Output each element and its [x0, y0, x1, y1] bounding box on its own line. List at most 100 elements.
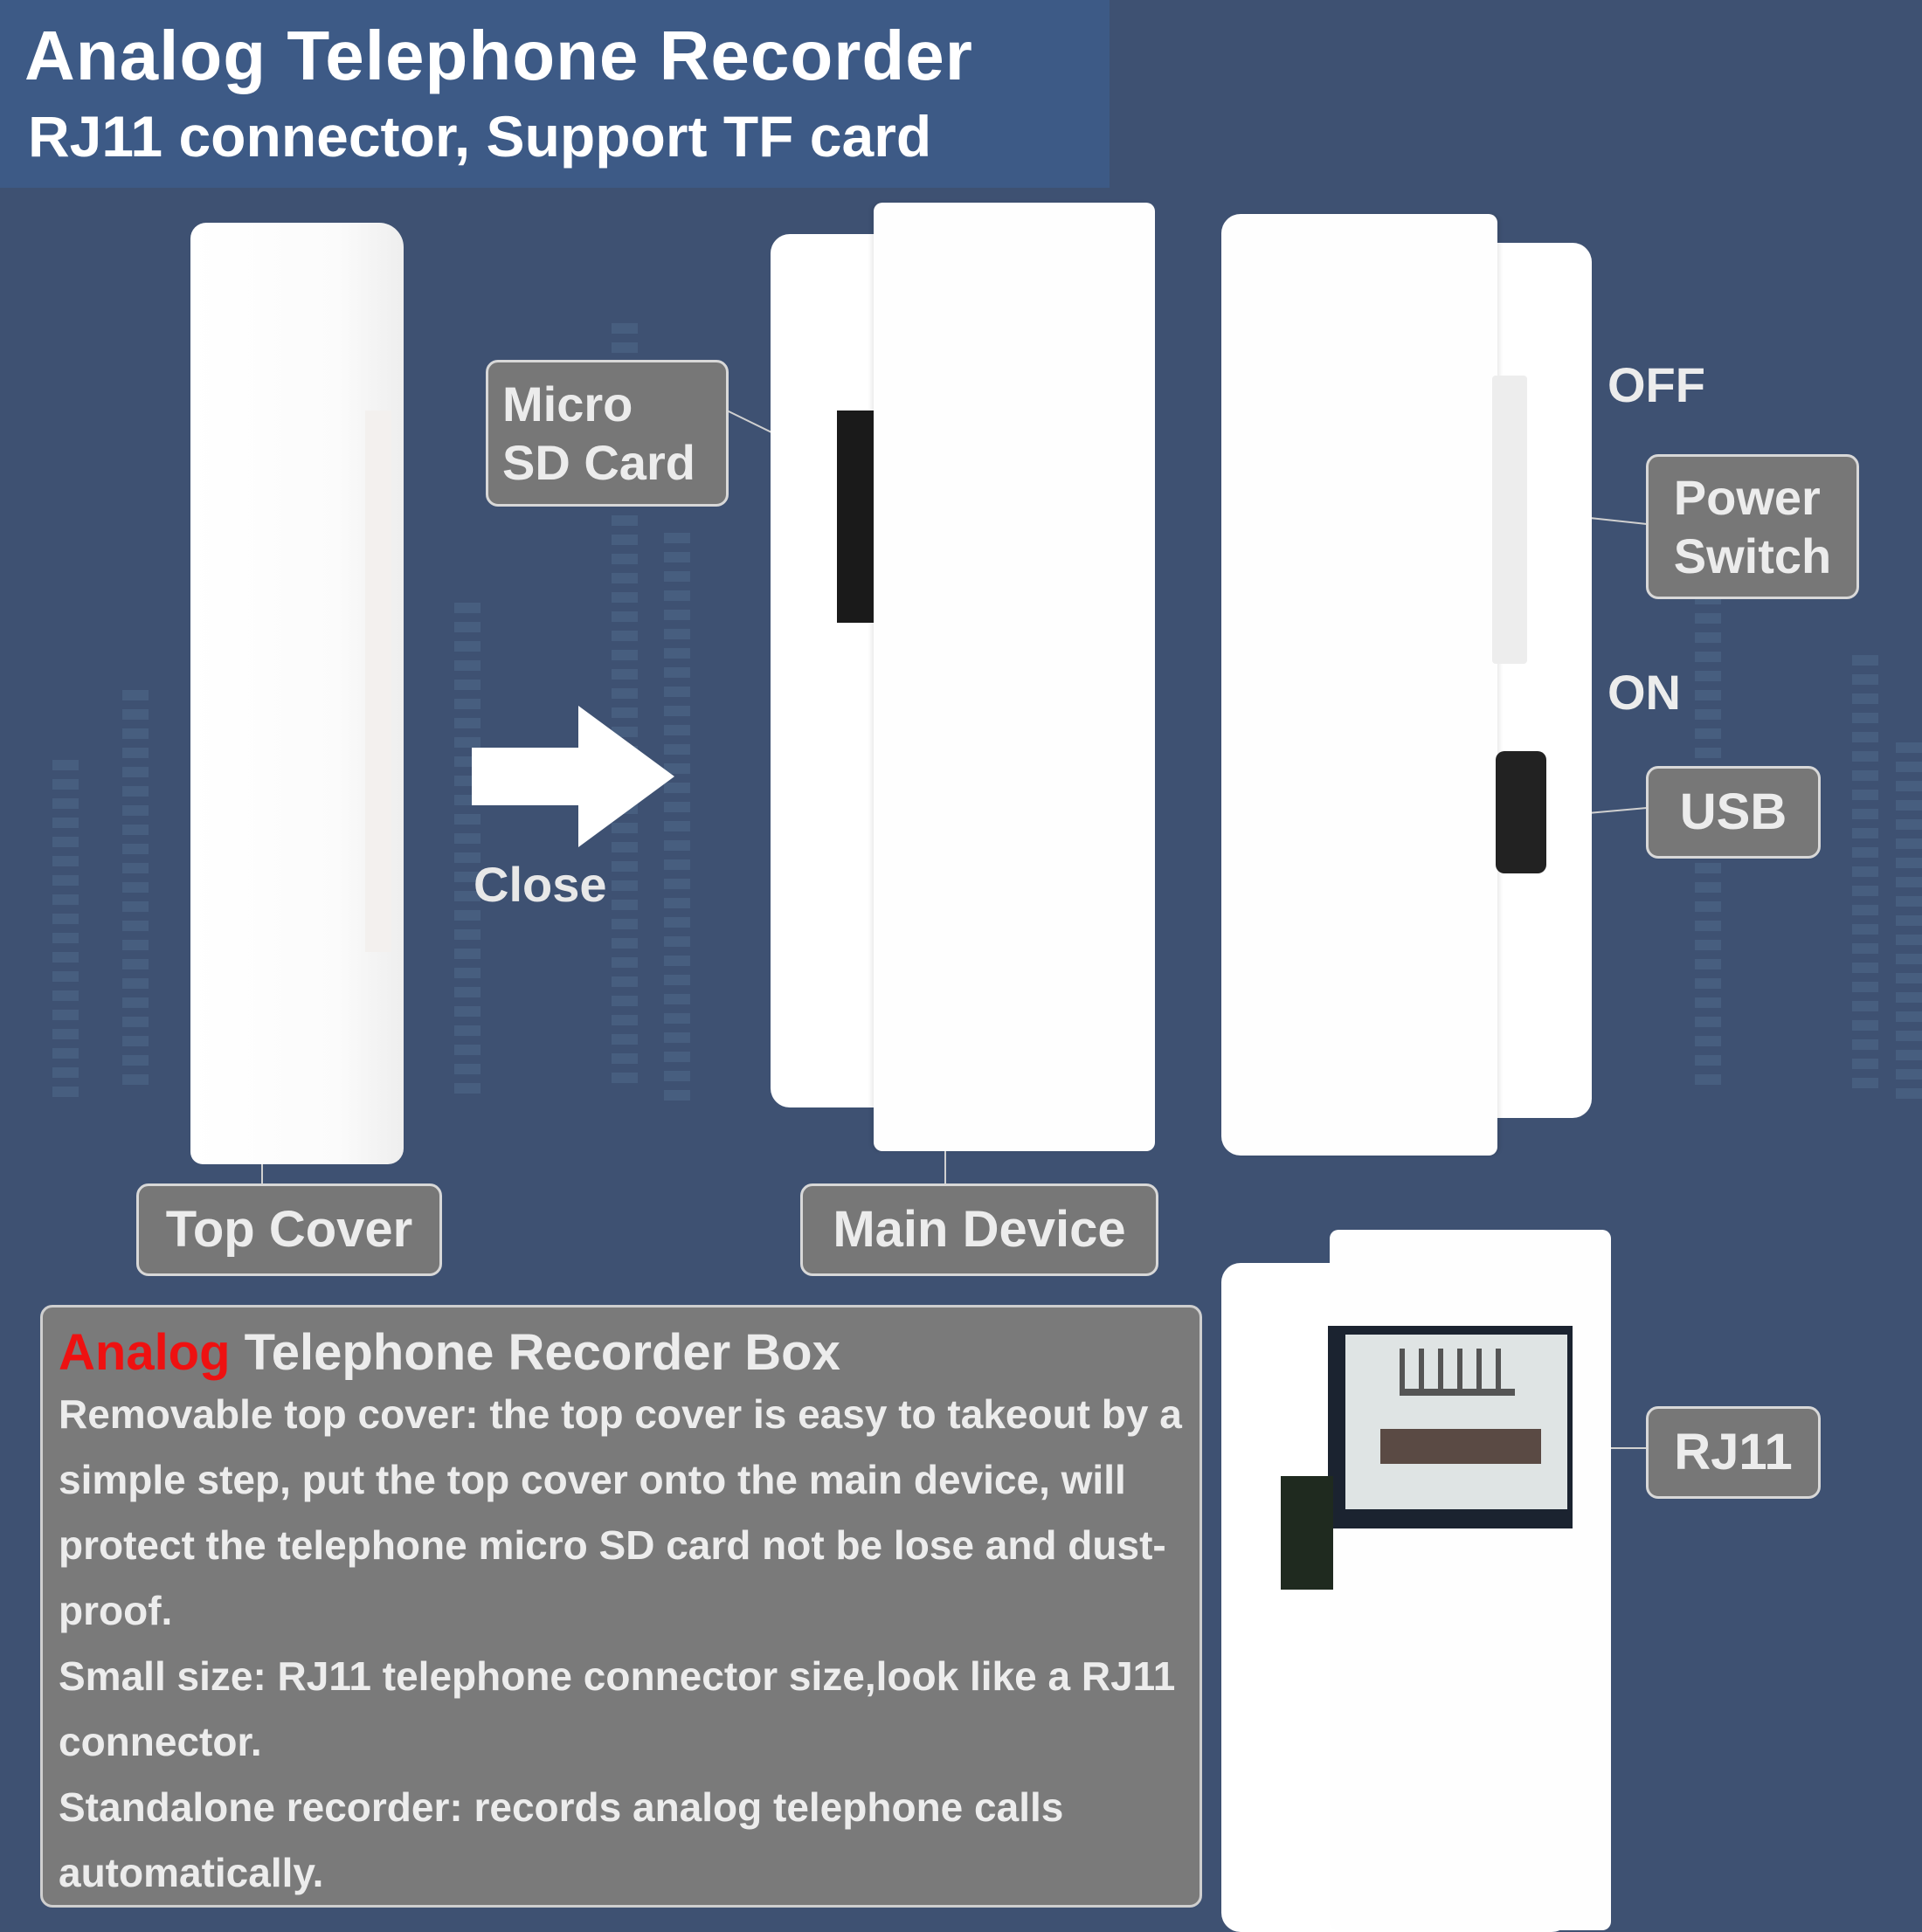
eq-bar: [664, 859, 690, 870]
eq-bar: [1896, 935, 1922, 945]
eq-bar: [454, 987, 480, 997]
eq-bar: [1896, 858, 1922, 868]
eq-bar: [454, 872, 480, 882]
description-heading-rest: Telephone Recorder Box: [230, 1324, 840, 1381]
eq-bar: [1896, 1069, 1922, 1080]
eq-bar: [454, 1006, 480, 1017]
eq-bar: [1896, 1050, 1922, 1060]
eq-bar: [664, 706, 690, 716]
eq-bar: [664, 783, 690, 793]
eq-bar: [122, 767, 149, 777]
eq-bar: [1896, 800, 1922, 811]
eq-bar: [1695, 1036, 1721, 1046]
eq-bar: [52, 798, 79, 809]
eq-bar: [454, 929, 480, 940]
eq-bar: [454, 680, 480, 690]
eq-bar: [454, 1025, 480, 1036]
close-label: Close: [474, 857, 607, 912]
eq-bar: [122, 825, 149, 835]
eq-bar: [1695, 690, 1721, 700]
eq-bar: [1695, 901, 1721, 912]
eq-bar: [664, 1032, 690, 1043]
side-strip: [1281, 1476, 1333, 1590]
eq-bar: [454, 1045, 480, 1055]
eq-bar: [122, 921, 149, 931]
usb-port[interactable]: [1496, 751, 1546, 873]
usb-label: USB: [1646, 766, 1821, 859]
eq-bar: [122, 1074, 149, 1085]
eq-bar: [1695, 940, 1721, 950]
rj11-port[interactable]: [1328, 1326, 1573, 1528]
eq-bar: [1852, 886, 1878, 896]
power-switch[interactable]: [1492, 376, 1527, 664]
eq-bar: [52, 1029, 79, 1039]
page-subtitle: RJ11 connector, Support TF card: [28, 104, 932, 169]
eq-bar: [122, 748, 149, 758]
eq-bar: [1896, 781, 1922, 791]
eq-bar: [664, 975, 690, 985]
eq-bar: [612, 323, 638, 334]
eq-bar: [664, 1071, 690, 1081]
eq-bar: [664, 802, 690, 812]
eq-bar: [1695, 709, 1721, 720]
eq-bar: [664, 1013, 690, 1024]
eq-bar: [612, 880, 638, 891]
eq-bar: [1695, 1017, 1721, 1027]
on-label: ON: [1607, 665, 1681, 720]
eq-bar: [454, 910, 480, 921]
eq-bar: [454, 814, 480, 825]
eq-bar: [454, 949, 480, 959]
eq-bar: [612, 535, 638, 545]
eq-bar: [1852, 828, 1878, 838]
eq-bar: [664, 687, 690, 697]
eq-bar: [612, 1053, 638, 1064]
eq-bar: [1896, 954, 1922, 964]
eq-bar: [664, 840, 690, 851]
eq-bar: [612, 919, 638, 929]
eq-bar: [1896, 838, 1922, 849]
eq-bar: [1896, 1011, 1922, 1022]
eq-bar: [612, 900, 638, 910]
eq-bar: [1695, 863, 1721, 873]
eq-bar: [664, 725, 690, 735]
eq-bar: [454, 622, 480, 632]
eq-bar: [1852, 963, 1878, 973]
eq-bar: [122, 901, 149, 912]
eq-bar: [122, 786, 149, 797]
eq-bar: [1896, 973, 1922, 983]
power-switch-label: Power Switch: [1646, 454, 1859, 599]
eq-bar: [52, 779, 79, 790]
eq-bar: [1852, 866, 1878, 877]
eq-bar: [454, 1083, 480, 1094]
eq-bar: [664, 571, 690, 582]
eq-bar: [1695, 671, 1721, 681]
eq-bar: [1896, 1088, 1922, 1099]
side-device-body: [1494, 243, 1592, 1118]
eq-bar: [664, 744, 690, 755]
title-band: Analog Telephone Recorder RJ11 connector…: [0, 0, 1110, 188]
eq-bar: [612, 592, 638, 603]
eq-bar: [664, 956, 690, 966]
eq-bar: [1896, 819, 1922, 830]
rj11-label: RJ11: [1646, 1406, 1821, 1499]
eq-bar: [122, 959, 149, 969]
eq-bar: [612, 611, 638, 622]
eq-bar: [52, 952, 79, 963]
eq-bar: [454, 718, 480, 728]
eq-bar: [122, 709, 149, 720]
eq-bar: [1852, 1039, 1878, 1050]
eq-bar: [122, 882, 149, 893]
eq-bar: [52, 1010, 79, 1020]
eq-bar: [664, 533, 690, 543]
eq-bar: [52, 894, 79, 905]
eq-bar: [1896, 896, 1922, 907]
description-body: Removable top cover: the top cover is ea…: [59, 1382, 1184, 1906]
eq-bar: [52, 1087, 79, 1097]
eq-bar: [664, 917, 690, 928]
eq-bar: [612, 1073, 638, 1083]
eq-bar: [1852, 847, 1878, 858]
eq-bar: [1695, 921, 1721, 931]
eq-bar: [52, 875, 79, 886]
eq-bar: [664, 936, 690, 947]
eq-bar: [52, 933, 79, 943]
